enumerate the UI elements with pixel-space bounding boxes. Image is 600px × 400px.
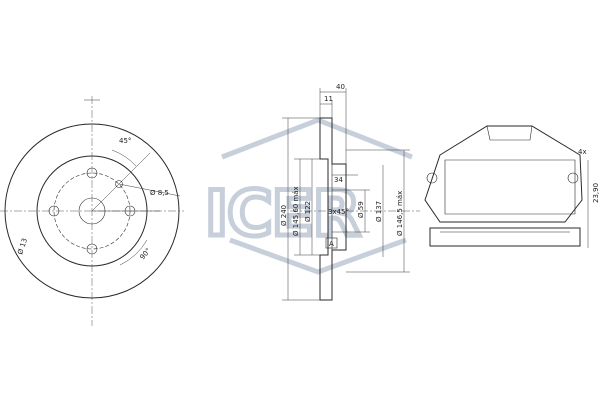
brake-pad-view: 4x 23,90 <box>424 125 600 248</box>
thickness-label: 11 <box>324 95 333 103</box>
pcd-label: Ø 13 <box>16 237 29 255</box>
watermark-chevron <box>221 117 413 275</box>
pad-friction-material <box>444 159 576 215</box>
friction-diameter-label: Ø 145,60 máx <box>292 186 300 236</box>
chamfer-label: 3x45° <box>328 208 349 216</box>
brand-watermark: ICER <box>205 177 360 250</box>
pad-backing-plate <box>424 125 583 223</box>
locating-hole <box>115 180 123 188</box>
angle-top-label: 45° <box>119 137 131 145</box>
center-diameter-label: Ø 59 <box>357 201 365 218</box>
hub-diameter-label: Ø 122 <box>304 201 312 222</box>
angle-arc-bottom <box>119 239 148 266</box>
hole-diameter-label: Ø 8,5 <box>150 189 169 197</box>
datum-box <box>325 237 338 249</box>
pad-hole-left <box>426 172 438 184</box>
inner-diameter-label: Ø 137 <box>375 201 383 222</box>
width-label: 40 <box>336 83 345 91</box>
pad-side-view <box>429 227 581 247</box>
depth-label: 34 <box>334 176 343 184</box>
angle-arc-top <box>111 149 137 167</box>
pad-hole-right <box>567 172 579 184</box>
hat-diameter-label: Ø 146,5 máx <box>396 191 404 236</box>
outer-diameter-label: Ø 240 <box>280 205 288 226</box>
angle-bottom-label: 90° <box>138 247 152 262</box>
datum-label: A <box>329 240 334 248</box>
disc-section-view: 40 11 34 3x45° A Ø 240 Ø 145,60 máx Ø 12… <box>280 83 420 301</box>
angle-line <box>91 152 151 212</box>
disc-front-view: 45° 90° Ø 8,5 Ø 13 <box>0 96 184 326</box>
pad-ear <box>486 125 533 141</box>
hole-leader <box>118 183 181 197</box>
pad-quantity-label: 4x <box>578 148 587 156</box>
pad-thickness-label: 23,90 <box>592 183 600 203</box>
